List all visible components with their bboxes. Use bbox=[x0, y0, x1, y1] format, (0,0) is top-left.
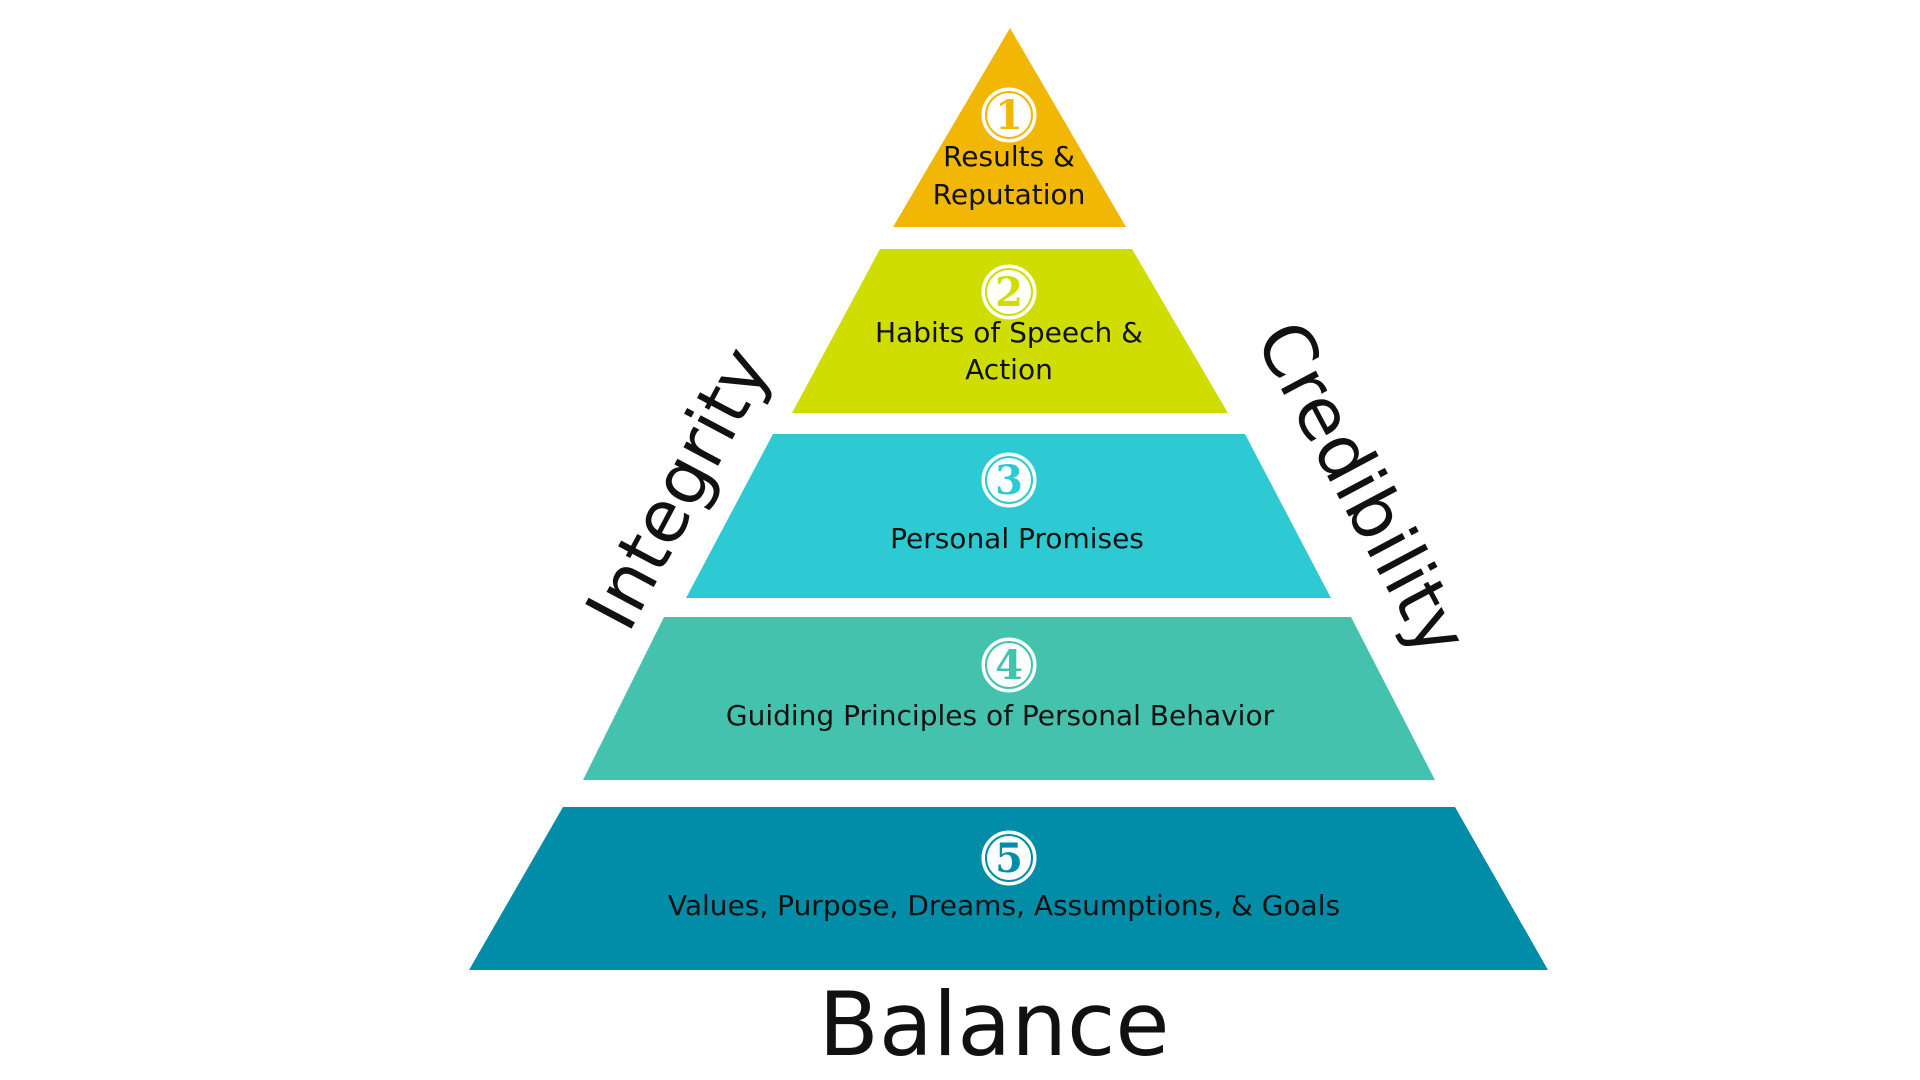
layer-2-label-line-1: Habits of Speech & bbox=[875, 316, 1143, 349]
balance-label: Balance bbox=[819, 973, 1170, 1076]
layer-5-number: 5 bbox=[995, 835, 1023, 882]
layer-3-number: 3 bbox=[995, 457, 1023, 504]
pyramid-layer-3 bbox=[686, 434, 1331, 598]
layer-4-badge bbox=[981, 637, 1037, 693]
credibility-label: Credibility bbox=[1239, 307, 1484, 669]
layer-1-label-line-1: Results & bbox=[943, 140, 1075, 173]
pyramid-layer-2 bbox=[792, 249, 1228, 413]
layer-2-number: 2 bbox=[995, 269, 1023, 316]
pyramid-layer-5 bbox=[469, 807, 1548, 970]
layer-3-badge-ring bbox=[985, 456, 1033, 504]
layer-1-badge-ring bbox=[985, 91, 1033, 139]
pyramid-layer-4 bbox=[583, 617, 1435, 780]
layer-2-badge bbox=[981, 264, 1037, 320]
layer-4-label-line-1: Guiding Principles of Personal Behavior bbox=[726, 699, 1275, 732]
layer-5-label-line-1: Values, Purpose, Dreams, Assumptions, & … bbox=[668, 889, 1340, 922]
layer-2-badge-ring bbox=[985, 268, 1033, 316]
layer-5-badge bbox=[981, 830, 1037, 886]
layer-3-badge bbox=[981, 452, 1037, 508]
layer-3-label-line-1: Personal Promises bbox=[890, 522, 1144, 555]
layer-4-badge-ring bbox=[985, 641, 1033, 689]
layer-1-badge bbox=[981, 87, 1037, 143]
layer-1-label-line-2: Reputation bbox=[933, 178, 1086, 211]
layer-5-badge-ring bbox=[985, 834, 1033, 882]
layer-2-label-line-2: Action bbox=[965, 353, 1053, 386]
layer-1-number: 1 bbox=[995, 92, 1023, 139]
layer-4-number: 4 bbox=[995, 642, 1023, 689]
